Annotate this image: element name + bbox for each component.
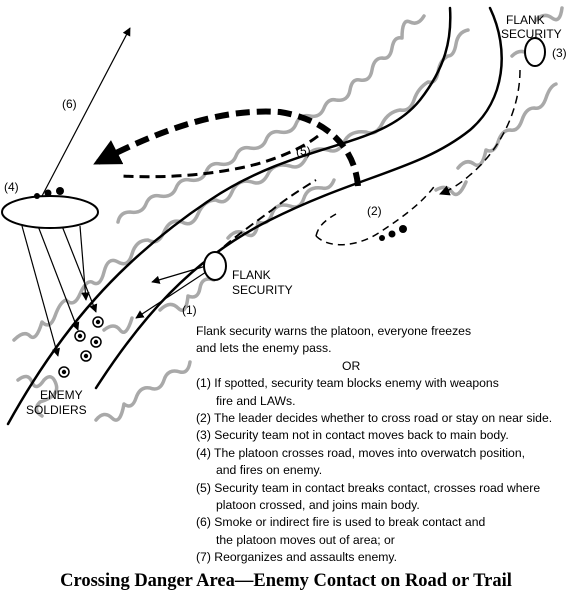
or-divider: OR: [342, 358, 361, 373]
route-thick-arrow-lower: [119, 134, 319, 179]
step-7: (7) Reorganizes and assaults enemy.: [196, 550, 397, 565]
flank-security-top-label-1: FLANK: [506, 13, 545, 27]
platoon-position-4: [1, 195, 99, 229]
procedure-notes: Flank security warns the platoon, everyo…: [196, 323, 568, 567]
step-1-line-1: (1) If spotted, security team blocks ene…: [196, 376, 499, 391]
marker-2: (2): [367, 204, 382, 218]
route-thick-arrow: [93, 108, 361, 187]
marker-4: (4): [4, 180, 19, 194]
vegetation-lines: [12, 6, 564, 422]
step-5-line-1: (5) Security team in contact breaks cont…: [196, 480, 541, 495]
marker-5: (5): [296, 144, 311, 158]
step-3: (3) Security team not in contact moves b…: [196, 428, 509, 443]
figure-caption: Crossing Danger Area—Enemy Contact on Ro…: [60, 571, 512, 591]
step-6-line-1: (6) Smoke or indirect fire is used to br…: [196, 515, 486, 530]
step-1-line-2: fire and LAWs.: [216, 393, 296, 408]
intro-line-2: and lets the enemy pass.: [196, 341, 332, 356]
enemy-soldiers: [58, 316, 104, 378]
fire-lines: [21, 225, 98, 357]
road-edge-left: [6, 6, 452, 426]
flank-security-top-label-2: SECURITY: [501, 27, 562, 41]
marker-1: (1): [182, 303, 197, 317]
flank-security-mid-oval: [203, 251, 227, 281]
enemy-soldiers-label-2: SOLDIERS: [26, 403, 87, 417]
flank-security-mid-label-1: FLANK: [232, 268, 271, 282]
leader-dots: [379, 225, 407, 241]
step-2: (2) The leader decides whether to cross …: [196, 411, 553, 426]
marker-6: (6): [62, 97, 77, 111]
route-dashed-2-left: [315, 213, 337, 237]
marker-3: (3): [552, 46, 567, 60]
arrow-6: [41, 27, 131, 197]
step-4-line-1: (4) The platoon crosses road, moves into…: [196, 445, 526, 460]
route-dashed-2: [315, 183, 437, 246]
flank-fire-lines: [135, 265, 207, 319]
step-6-line-2: the platoon moves out of area; or: [216, 532, 395, 547]
enemy-soldiers-label-1: ENEMY: [40, 388, 83, 402]
route-dashed-3: [439, 69, 521, 196]
step-4-line-2: and fires on enemy.: [216, 463, 323, 478]
flank-security-mid-label-2: SECURITY: [232, 283, 293, 297]
platoon-dots: [34, 187, 64, 199]
step-5-line-2: platoon crossed, and joins main body.: [216, 498, 420, 513]
route-dashed-from-mid-flank: [213, 179, 317, 257]
intro-line-1: Flank security warns the platoon, everyo…: [196, 324, 472, 338]
flank-security-top-oval: [524, 37, 546, 67]
